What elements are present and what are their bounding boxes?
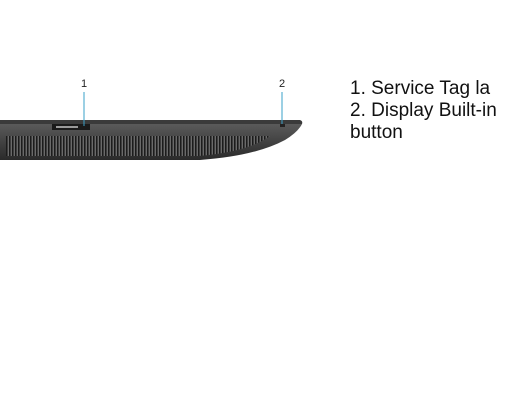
legend-item-2-continued: button — [350, 122, 403, 143]
legend-item-1: 1. Service Tag la — [350, 78, 491, 99]
callout-legend: 1. Service Tag la 2. Display Built-in bu… — [350, 78, 520, 144]
service-tag-label-stripe — [56, 126, 78, 128]
callout-1-number: 1 — [81, 78, 87, 90]
device-top-edge — [0, 120, 303, 124]
callout-2-number: 2 — [279, 78, 285, 90]
device-vent-grille — [6, 136, 270, 156]
display-built-in-button — [280, 124, 285, 127]
legend-item-2: 2. Display Built-in — [350, 100, 497, 121]
